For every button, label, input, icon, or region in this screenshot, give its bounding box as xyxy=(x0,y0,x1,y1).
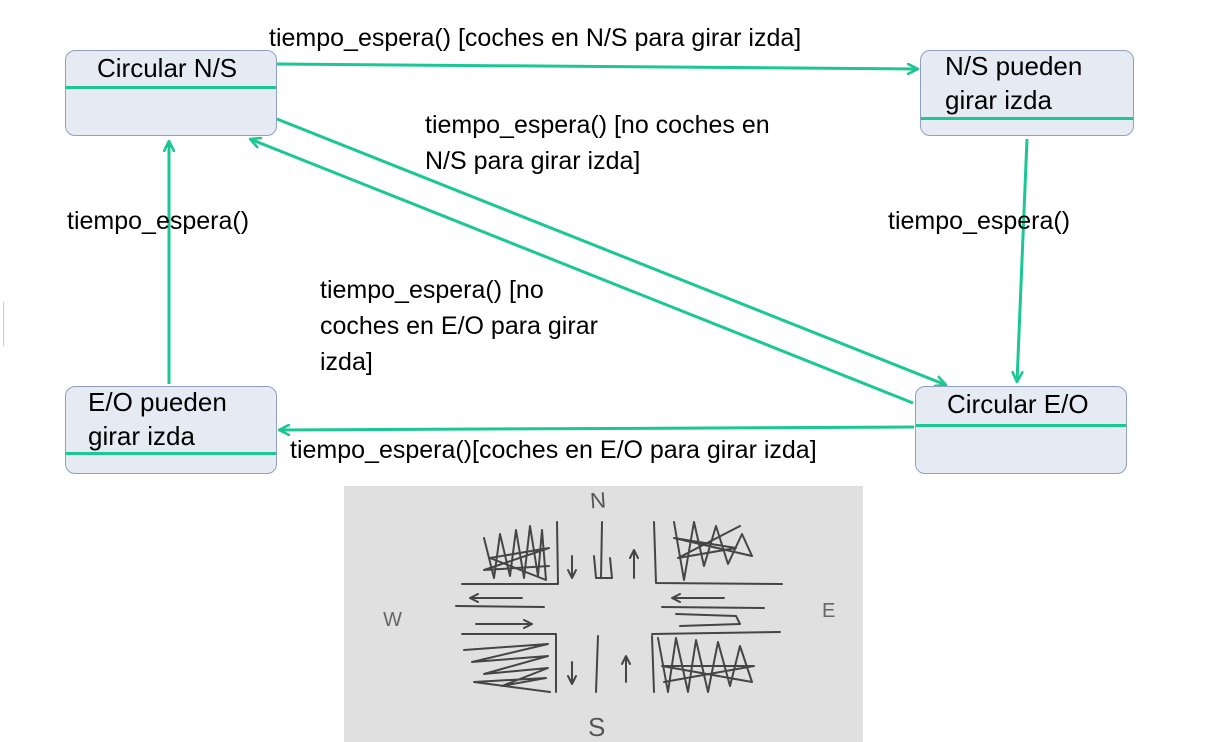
state-ns-left-turn-label-2: girar izda xyxy=(945,85,1052,115)
state-circular-ns-label: Circular N/S xyxy=(97,53,238,83)
state-divider xyxy=(66,452,276,455)
state-ns-left-turn-label-1: N/S pueden xyxy=(945,51,1083,81)
state-ns-left-turn: N/S pueden girar izda xyxy=(920,50,1134,136)
left-edge-line xyxy=(3,302,4,346)
state-eo-left-turn-label-1: E/O pueden xyxy=(88,387,227,417)
arrow-ns-to-eo xyxy=(276,117,946,385)
arrow-eo-to-eoleft xyxy=(279,427,915,430)
intersection-sketch: N S E W xyxy=(344,486,863,742)
state-circular-eo: Circular E/O xyxy=(915,386,1127,474)
state-divider xyxy=(916,424,1126,427)
label-ns-to-nsleft: tiempo_espera() [coches en N/S para gira… xyxy=(269,24,802,52)
label-eoleft-to-ns: tiempo_espera() xyxy=(67,207,250,235)
state-eo-left-turn-label-2: girar izda xyxy=(88,421,195,451)
label-eo-to-ns-line2: coches en E/O para girar xyxy=(320,312,598,340)
state-circular-ns: Circular N/S xyxy=(65,50,277,136)
arrow-ns-to-nsleft xyxy=(275,62,918,69)
compass-south: S xyxy=(588,712,605,742)
compass-east: E xyxy=(822,600,835,622)
state-circular-eo-label: Circular E/O xyxy=(947,389,1089,419)
label-nsleft-to-eo: tiempo_espera() xyxy=(888,207,1071,235)
label-eo-to-ns-line3: izda] xyxy=(320,348,373,376)
state-divider xyxy=(921,117,1133,120)
label-eo-to-eoleft: tiempo_espera()[coches en E/O para girar… xyxy=(290,436,817,464)
arrow-eo-to-ns xyxy=(250,139,914,405)
arrow-nsleft-to-eo xyxy=(1017,138,1029,382)
state-eo-left-turn: E/O pueden girar izda xyxy=(65,386,277,474)
label-ns-to-eo-line1: tiempo_espera() [no coches en xyxy=(425,111,770,139)
compass-north: N xyxy=(589,487,607,513)
compass-west: W xyxy=(383,609,402,631)
label-eo-to-ns-line1: tiempo_espera() [no xyxy=(320,276,544,304)
state-divider xyxy=(66,86,276,89)
label-ns-to-eo-line2: N/S para girar izda] xyxy=(425,147,641,175)
